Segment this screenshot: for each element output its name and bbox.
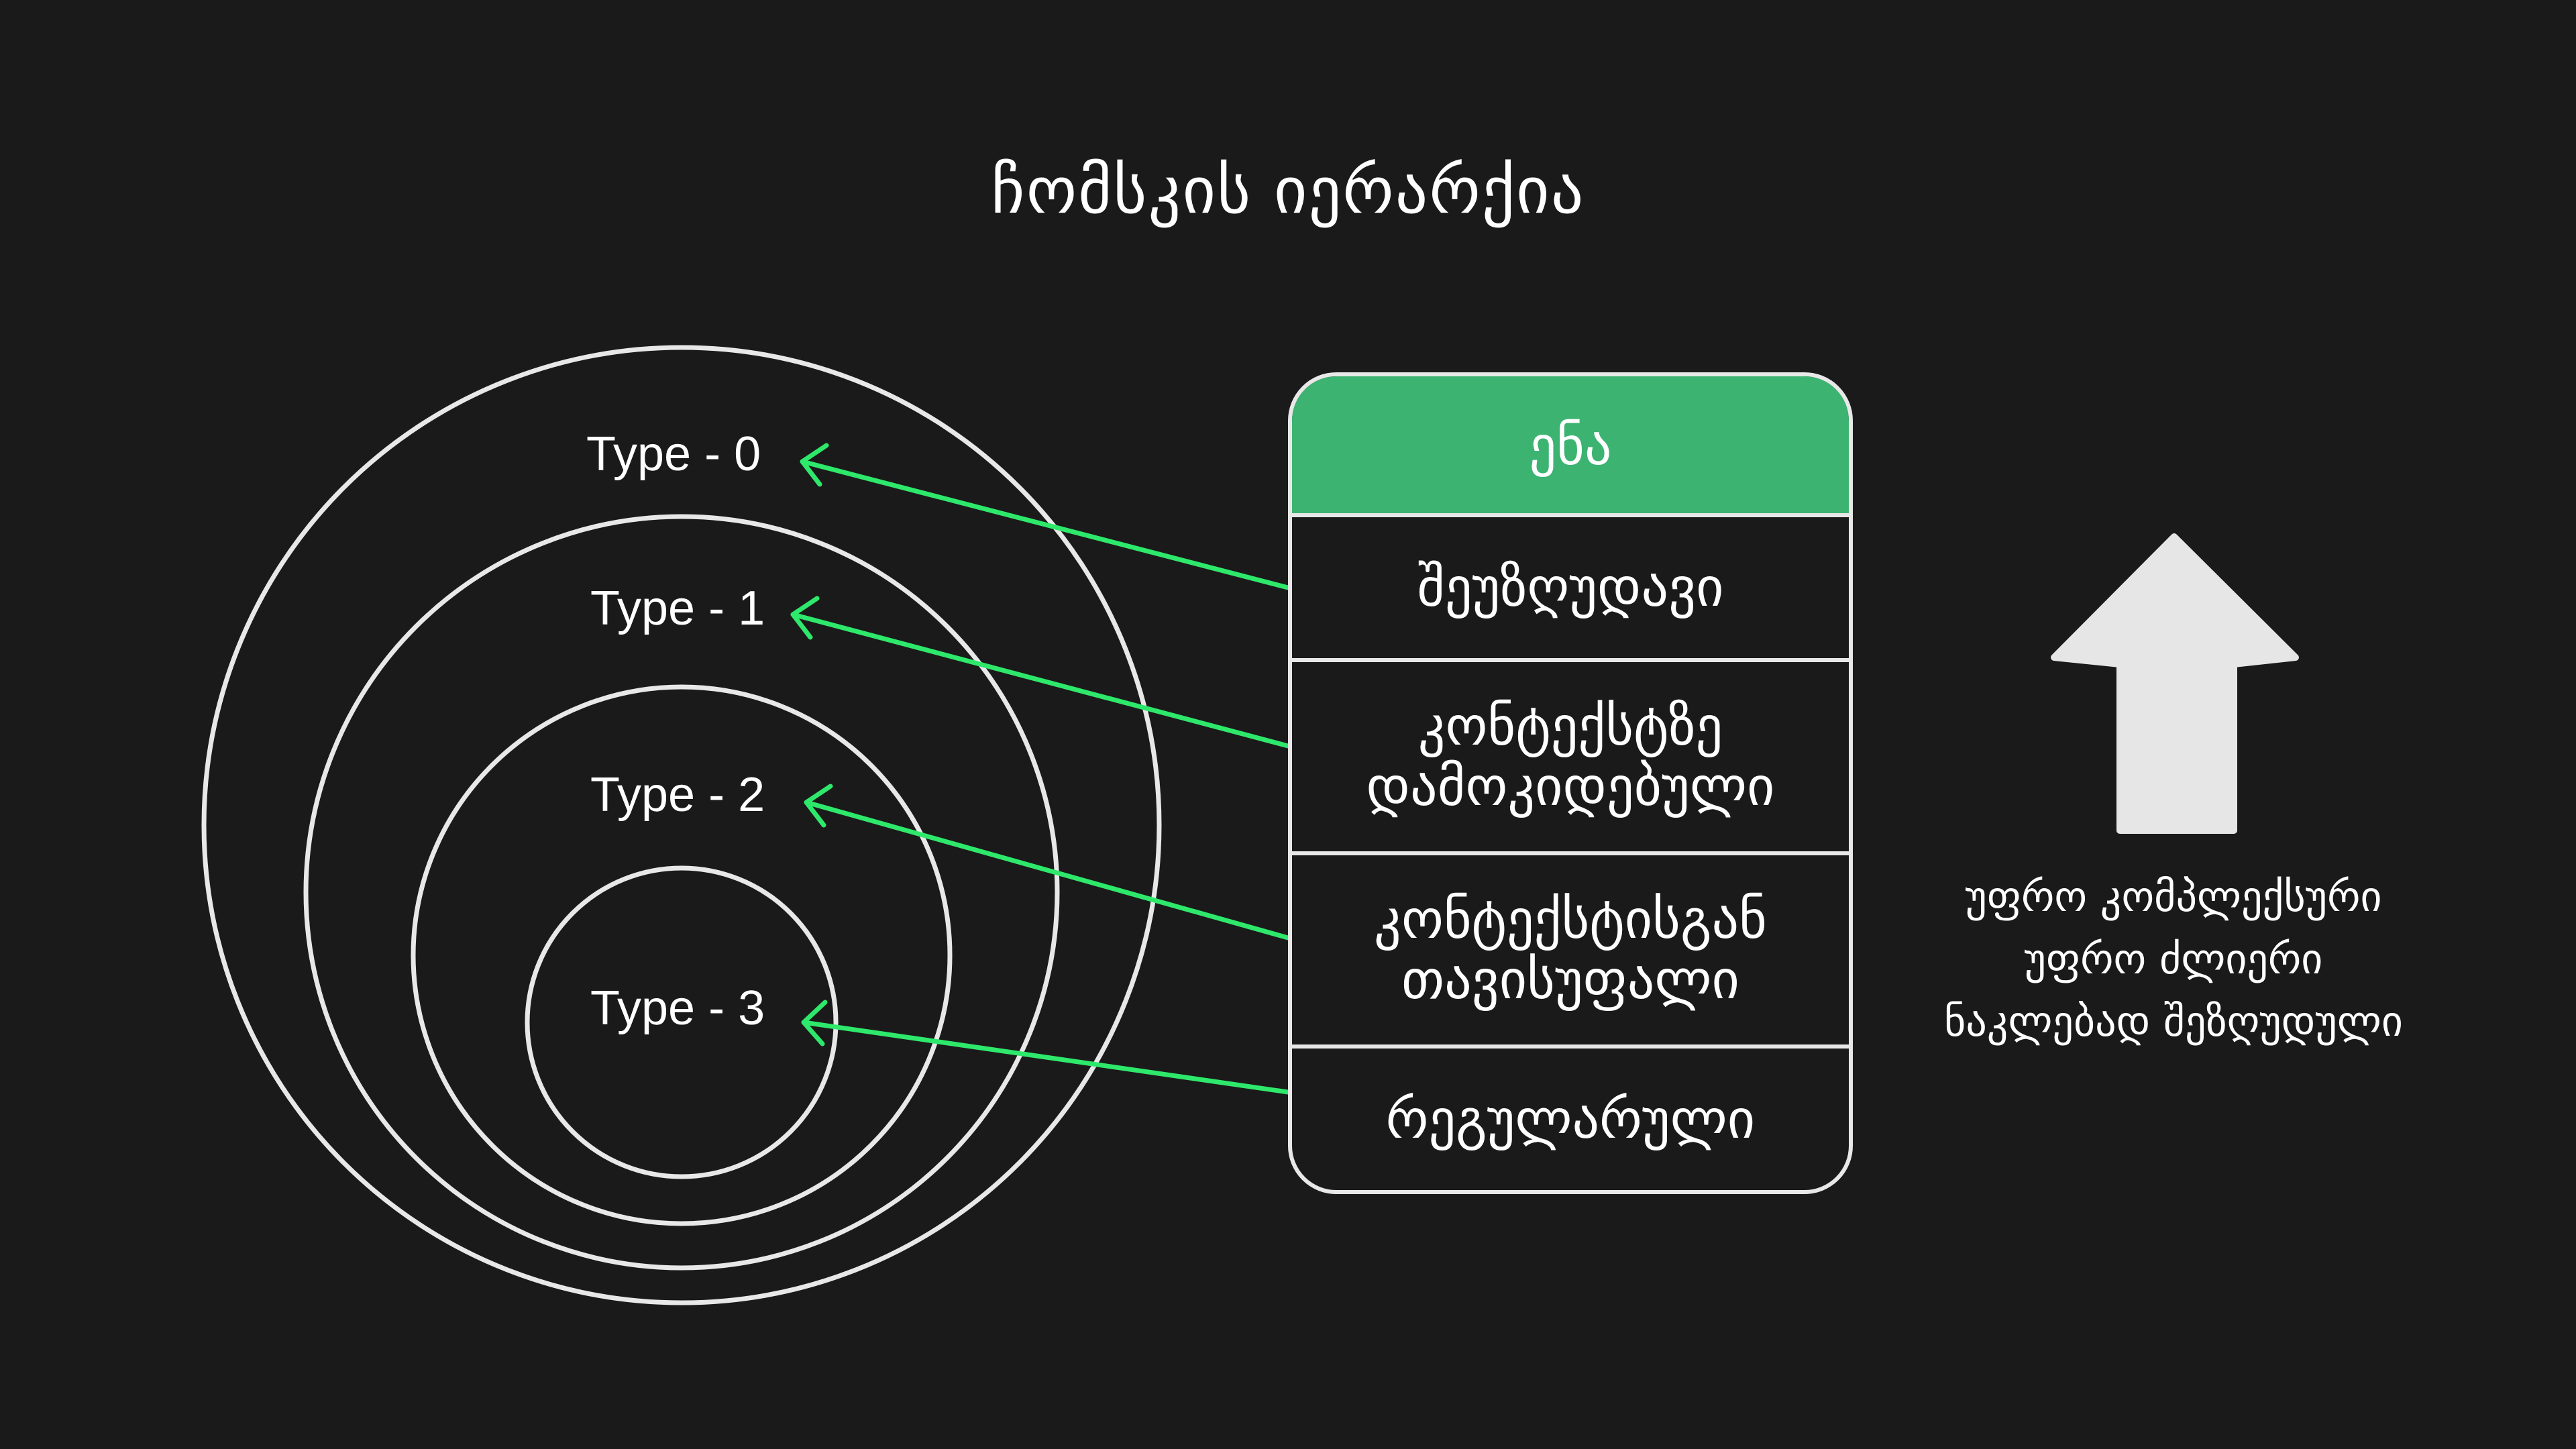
table-row-context-free: კონტექსტისგან თავისუფალი <box>1292 855 1849 1044</box>
connector-line-3 <box>801 1020 1291 1095</box>
table-row-label: შეუზღუდავი <box>1417 556 1724 619</box>
circle-label-type-2: Type - 2 <box>590 768 765 822</box>
circle-label-type-3: Type - 3 <box>590 981 765 1035</box>
table-divider <box>1292 1044 1849 1049</box>
page-title: ჩომსკის იერარქია <box>991 153 1585 228</box>
table-divider <box>1292 851 1849 855</box>
connector-arrowhead-2 <box>804 784 833 828</box>
table-row-unrestricted: შეუზღუდავი <box>1292 517 1849 658</box>
circle-type-0 <box>201 345 1162 1305</box>
side-caption-line: უფრო კომპლექსური <box>1965 872 2382 921</box>
side-caption-line: ნაკლებად შეზღუდული <box>1944 997 2403 1046</box>
connector-arrowhead-3 <box>801 1000 828 1046</box>
side-caption-line: უფრო ძლიერი <box>2024 934 2323 983</box>
connector-line-1 <box>790 612 1291 749</box>
language-table: ენა შეუზღუდავი კონტექსტზე დამოკიდებული კ… <box>1288 372 1853 1194</box>
table-divider <box>1292 513 1849 517</box>
table-header-label: ენა <box>1529 414 1612 477</box>
circle-type-3 <box>525 865 839 1179</box>
connector-line-2 <box>804 800 1291 941</box>
connector-line-0 <box>800 459 1291 590</box>
circle-type-2 <box>411 684 953 1226</box>
table-row-label: კონტექსტზე დამოკიდებული <box>1366 695 1775 818</box>
arrow-up-icon <box>2051 533 2299 834</box>
table-header: ენა <box>1292 376 1849 515</box>
circle-label-type-0: Type - 0 <box>586 427 761 481</box>
table-row-label: რეგულარული <box>1385 1087 1756 1150</box>
connector-arrowhead-0 <box>800 443 829 487</box>
connector-arrowhead-1 <box>790 596 820 640</box>
table-row-label: კონტექსტისგან თავისუფალი <box>1374 888 1767 1011</box>
table-row-context-sensitive: კონტექსტზე დამოკიდებული <box>1292 662 1849 851</box>
table-row-regular: რეგულარული <box>1292 1049 1849 1190</box>
side-caption: უფრო კომპლექსური უფრო ძლიერი ნაკლებად შე… <box>1892 865 2455 1053</box>
circle-label-type-1: Type - 1 <box>590 582 765 635</box>
table-divider <box>1292 658 1849 662</box>
circle-type-1 <box>303 514 1060 1271</box>
